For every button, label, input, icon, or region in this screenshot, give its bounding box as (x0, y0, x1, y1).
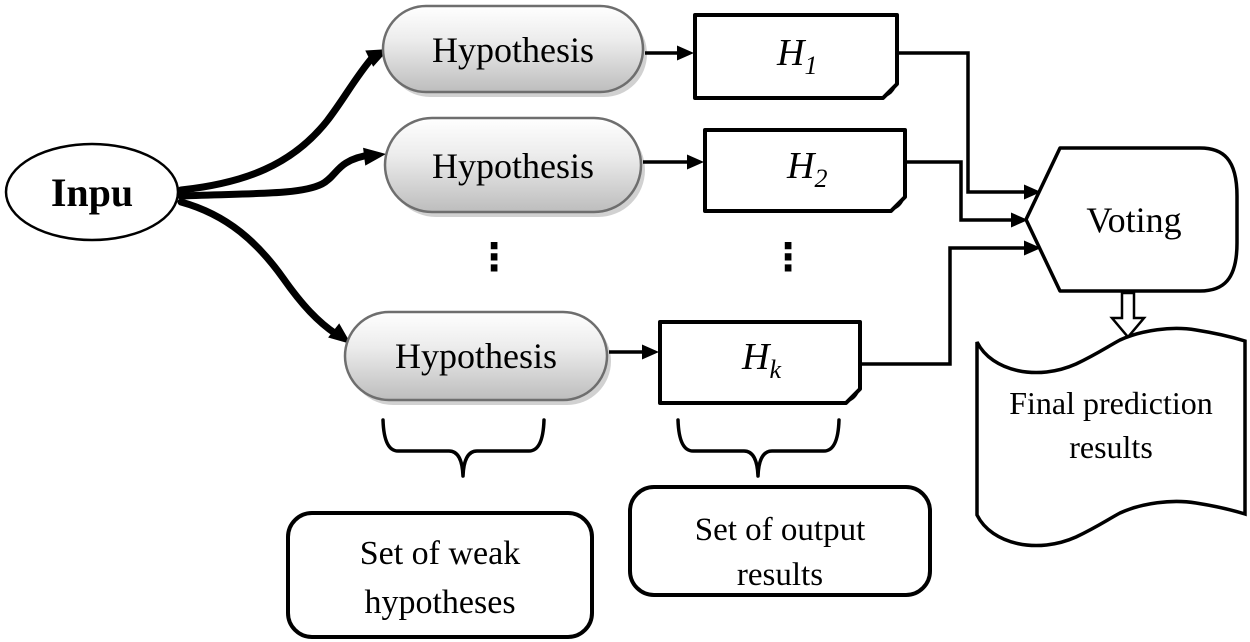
final-results-flag-shape (975, 326, 1247, 548)
arrow-input-to-hypothesis-2 (177, 151, 374, 200)
voting-shape (1024, 146, 1239, 293)
weak-hypotheses-line2: hypotheses (364, 584, 515, 621)
arrowhead-to-hypothesis-3-icon (328, 323, 351, 344)
input-label: Inpu (51, 170, 133, 215)
hypothesis-pill-1: Hypothesis (381, 4, 647, 97)
input-fanout-arrowheads (328, 49, 389, 344)
arrowhead-hk-icon (642, 344, 659, 360)
h1-fold-icon (883, 84, 897, 98)
h2-label: H2 (786, 145, 827, 193)
brace-weak-hypotheses-icon (381, 418, 546, 478)
arrowhead-h2-icon (687, 154, 704, 170)
hk-box: Hk (658, 320, 862, 405)
h2-fold-icon (891, 197, 905, 211)
final-results-line2: results (1069, 429, 1153, 465)
arrowhead-h1-icon (677, 45, 694, 61)
pill-to-box-arrows (609, 51, 687, 354)
pill-to-box-arrowheads (642, 45, 704, 360)
voting-node: Voting (1024, 146, 1239, 293)
pill-1-shape (381, 4, 645, 94)
pill-1-label: Hypothesis (432, 30, 594, 70)
arrow-input-to-hypothesis-1 (177, 54, 376, 194)
vertical-ellipsis-outputs: ⋮ (769, 235, 807, 279)
hypothesis-pill-2: Hypothesis (383, 116, 645, 217)
arrowhead-voting-2-icon (1011, 212, 1028, 228)
final-results-line1: Final prediction (1009, 385, 1213, 421)
pill-3-label: Hypothesis (395, 336, 557, 376)
connector-h2-to-voting (905, 160, 1012, 222)
final-results-node: Final prediction results (975, 326, 1247, 548)
output-results-box: Set of output results (628, 485, 932, 597)
input-node: Inpu (4, 142, 180, 242)
hypothesis-pill-3: Hypothesis (343, 310, 611, 405)
pill-2-label: Hypothesis (432, 146, 594, 186)
output-results-line2: results (737, 557, 823, 593)
output-results-line1: Set of output (695, 512, 866, 548)
box-to-voting-connectors (860, 51, 1025, 366)
pill-2-shape (383, 116, 643, 214)
weak-hypotheses-box: Set of weak hypotheses (286, 511, 594, 639)
arrow-input-to-hypothesis-3 (177, 198, 340, 338)
connector-h1-to-voting (897, 51, 1025, 194)
pill-3-shape (343, 310, 609, 402)
hk-label: Hk (741, 336, 781, 384)
hk-fold-icon (846, 389, 860, 403)
curly-braces (381, 418, 841, 478)
input-fanout-arrows (177, 54, 376, 338)
arrowhead-voting-1-icon (1024, 184, 1041, 200)
weak-hypotheses-box-shape (286, 511, 594, 639)
vertical-ellipsis-hypotheses: ⋮ (475, 235, 513, 279)
brace-output-results-icon (676, 418, 841, 478)
h2-box: H2 (703, 128, 907, 213)
arrowhead-to-hypothesis-2-icon (363, 147, 386, 166)
h1-label: H1 (776, 32, 817, 80)
output-results-box-shape (628, 485, 932, 597)
double-arrow-voting-to-final-icon (1109, 291, 1147, 339)
weak-hypotheses-line1: Set of weak (360, 535, 521, 572)
arrowhead-voting-3-icon (1024, 240, 1041, 256)
h1-box: H1 (693, 13, 899, 100)
input-ellipse (4, 142, 180, 242)
connector-hk-to-voting (860, 246, 1025, 366)
voting-label: Voting (1086, 200, 1181, 240)
voting-input-arrowheads (1011, 184, 1041, 256)
